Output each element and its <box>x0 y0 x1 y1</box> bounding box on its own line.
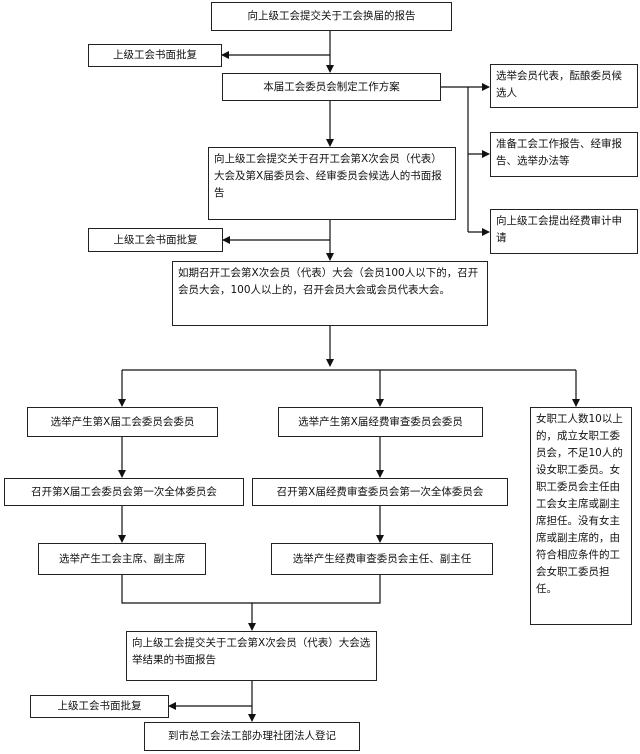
node-union-first-meeting: 召开第X届工会委员会第一次全体委员会 <box>4 478 244 506</box>
node-women-committee: 女职工人数10以上的，成立女职工委员会，不足10人的设女职工委员。女职工委员会主… <box>530 407 632 625</box>
node-work-plan: 本届工会委员会制定工作方案 <box>222 73 441 101</box>
node-elect-union-committee: 选举产生第X届工会委员会委员 <box>27 407 218 437</box>
node-upper-reply-1: 上级工会书面批复 <box>88 44 222 67</box>
node-hold-congress: 如期召开工会第X次会员（代表）大会（会员100人以下的，召开会员大会，100人以… <box>172 261 488 326</box>
node-upper-reply-2: 上级工会书面批复 <box>88 228 223 252</box>
node-submit-report: 向上级工会提交关于工会换届的报告 <box>211 2 452 31</box>
node-audit-first-meeting: 召开第X届经费审查委员会第一次全体委员会 <box>252 478 508 506</box>
node-upper-reply-3: 上级工会书面批复 <box>30 695 169 718</box>
node-submit-candidates: 向上级工会提交关于召开工会第X次会员（代表）大会及第X届委员会、经审委员会候选人… <box>208 147 456 220</box>
merge-n15 <box>121 575 256 631</box>
node-submit-results: 向上级工会提交关于工会第X次会员（代表）大会选举结果的书面报告 <box>126 631 377 681</box>
node-legal-registration: 到市总工会法工部办理社团法人登记 <box>144 722 360 751</box>
node-prepare-reports: 准备工会工作报告、经审报告、选举办法等 <box>490 132 638 177</box>
node-elect-chairman: 选举产生工会主席、副主席 <box>38 543 206 575</box>
node-elect-audit-committee: 选举产生第X届经费审查委员会委员 <box>278 407 483 437</box>
node-audit-request: 向上级工会提出经费审计申请 <box>490 209 638 254</box>
node-elect-reps: 选举会员代表，酝酿委员候选人 <box>490 64 638 108</box>
merge-n16 <box>252 575 381 604</box>
node-elect-audit-director: 选举产生经费审查委员会主任、副主任 <box>271 543 493 575</box>
